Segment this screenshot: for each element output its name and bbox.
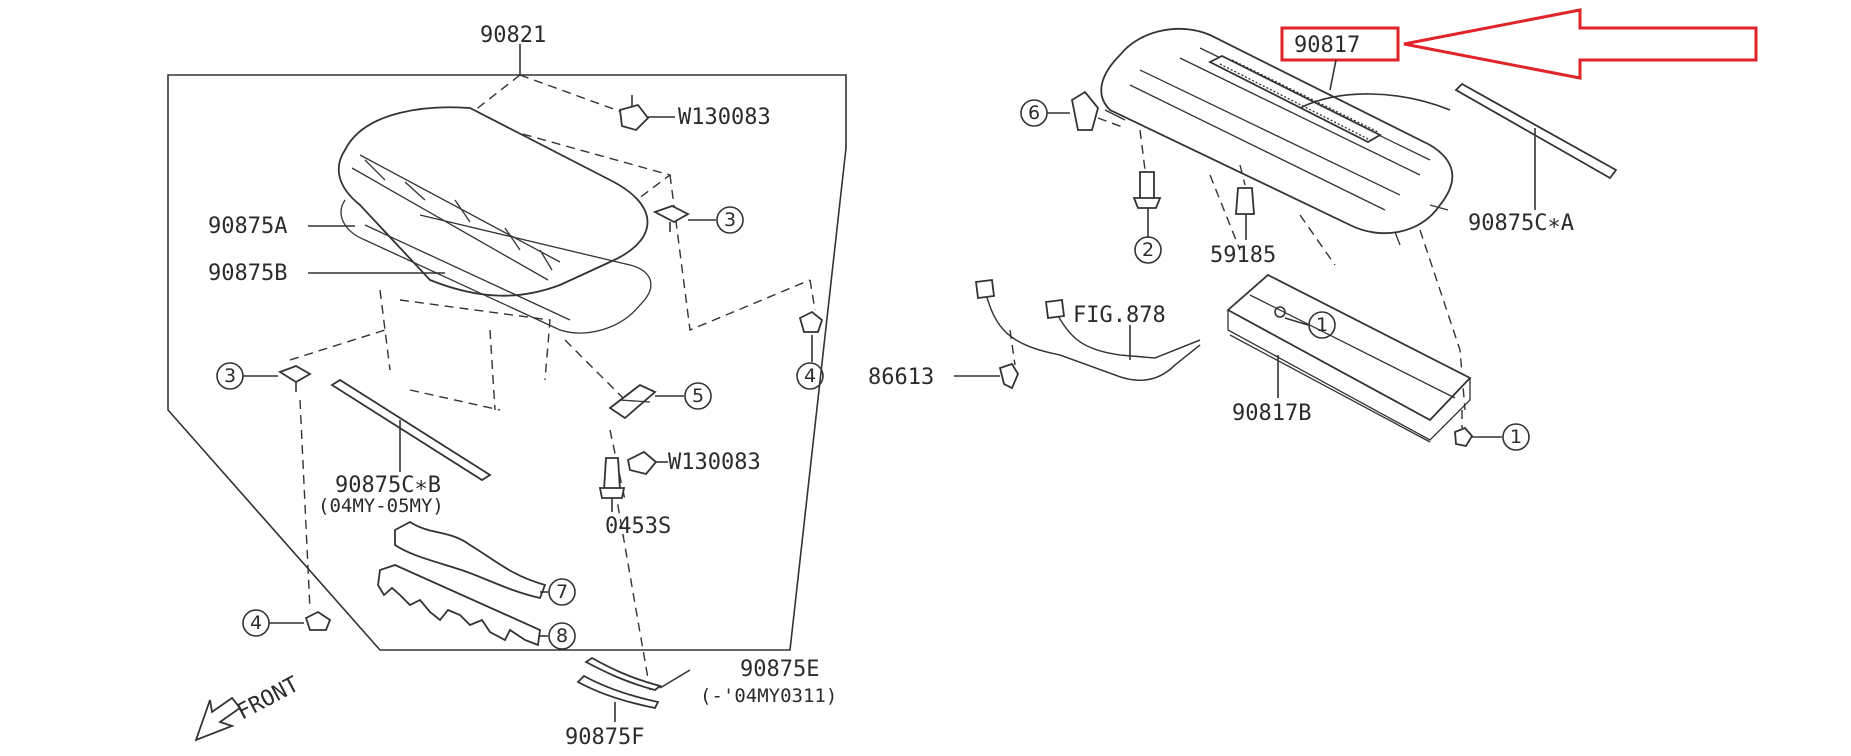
label-90875E: 90875E xyxy=(740,657,819,682)
part-4-right: 4 xyxy=(796,310,824,390)
part-86613 xyxy=(954,329,1020,390)
intake-duct xyxy=(1100,28,1454,246)
callout-4-left: 4 xyxy=(250,612,262,634)
callout-5: 5 xyxy=(692,385,704,407)
strip-90875C-B xyxy=(330,378,492,482)
highlight-box xyxy=(1280,26,1400,62)
highlight-arrow-icon xyxy=(1403,8,1758,80)
callout-3-top: 3 xyxy=(724,209,736,231)
trim-90875F xyxy=(576,674,660,722)
part-4-left: 4 xyxy=(242,609,332,637)
part-1-bottom: 1 xyxy=(1454,410,1530,451)
callout-7: 7 xyxy=(556,581,568,603)
label-90875C-B: 90875C∗B xyxy=(335,473,441,498)
label-59185: 59185 xyxy=(1210,243,1276,268)
seal-8: 8 xyxy=(377,564,576,650)
seal-7: 7 xyxy=(394,520,576,606)
hood-scoop xyxy=(337,106,652,334)
label-90821: 90821 xyxy=(480,23,546,48)
callout-3-left: 3 xyxy=(224,365,236,387)
label-w130083-mid: W130083 xyxy=(668,450,761,475)
tray-90817B: 1 xyxy=(1226,273,1472,443)
bolt-0453S xyxy=(598,457,626,512)
callout-8: 8 xyxy=(556,625,568,647)
duct-tray-guide xyxy=(1209,174,1466,411)
label-90875B: 90875B xyxy=(208,261,287,286)
part-59185 xyxy=(1235,164,1255,240)
strip-90875C-A xyxy=(1454,82,1618,210)
label-front: FRONT xyxy=(233,672,303,725)
callout-4-right: 4 xyxy=(804,365,816,387)
label-90875F: 90875F xyxy=(565,725,644,750)
trim-90875E xyxy=(584,656,691,691)
label-86613: 86613 xyxy=(868,365,934,390)
bracket-5: 5 xyxy=(608,382,712,420)
label-90817B: 90817B xyxy=(1232,401,1311,426)
callout-6: 6 xyxy=(1028,102,1040,124)
callout-1-tray: 1 xyxy=(1316,314,1328,336)
label-90875C-B-note: (04MY-05MY) xyxy=(318,495,444,517)
label-90875A: 90875A xyxy=(208,214,287,239)
part-3-top: 3 xyxy=(652,205,744,234)
assembly-boundary xyxy=(167,74,847,651)
part-3-left: 3 xyxy=(216,362,312,392)
label-90875E-note: (-'04MY0311) xyxy=(700,685,837,707)
clip-w130083-top xyxy=(619,95,675,132)
callout-1-bottom: 1 xyxy=(1510,426,1522,448)
highlight-90817: 90817 xyxy=(1280,8,1758,91)
label-90875C-A: 90875C∗A xyxy=(1468,211,1574,236)
callout-2: 2 xyxy=(1142,239,1154,261)
front-arrow-icon xyxy=(194,696,242,742)
label-90817: 90817 xyxy=(1294,33,1360,58)
clip-w130083-mid xyxy=(626,450,668,476)
label-0453S: 0453S xyxy=(605,514,671,539)
label-fig878: FIG.878 xyxy=(1073,303,1166,328)
front-direction: FRONT xyxy=(194,672,303,742)
duct-assembly: 90817 90875C∗A 6 2 xyxy=(868,8,1758,451)
label-w130083-top: W130083 xyxy=(678,105,771,130)
scoop-assembly: 90821 xyxy=(167,23,847,750)
bolt-2: 2 xyxy=(1132,129,1162,264)
hoses-fig878 xyxy=(974,278,1201,381)
part-6: 6 xyxy=(1020,90,1126,131)
